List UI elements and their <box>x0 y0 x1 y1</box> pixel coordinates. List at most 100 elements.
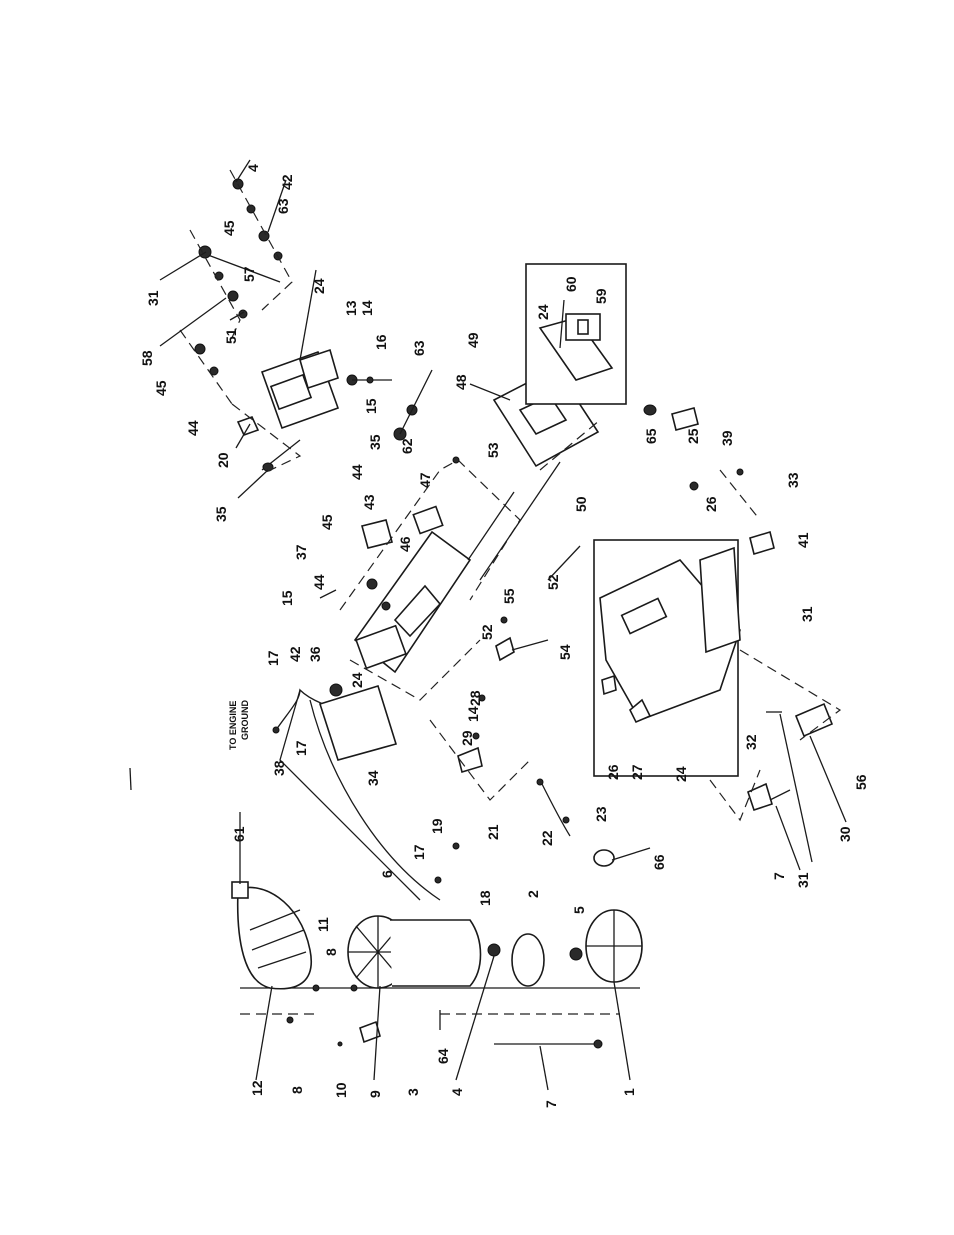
cover-plate-34 <box>320 686 396 760</box>
leader <box>300 270 316 360</box>
wiring <box>273 684 614 900</box>
callout: 42 <box>287 646 303 662</box>
callout: 15 <box>279 590 295 606</box>
rod-52 <box>480 462 560 580</box>
part-65 <box>644 405 656 415</box>
ground-note-line-2: GROUND <box>240 700 250 740</box>
callout: 44 <box>311 574 327 590</box>
part-26b <box>602 676 616 694</box>
callout: 43 <box>361 494 377 510</box>
callout: 7 <box>543 1100 559 1108</box>
plate-59 <box>578 320 588 334</box>
callout: 52 <box>479 624 495 640</box>
bolt-head <box>594 1040 602 1048</box>
grommet-36 <box>330 684 342 696</box>
part-32 <box>748 784 772 810</box>
callout: 31 <box>799 606 815 622</box>
callout: 17 <box>293 740 309 756</box>
callout: 11 <box>315 917 331 932</box>
leader <box>548 546 580 580</box>
callout: 8 <box>323 948 339 956</box>
callout: 60 <box>563 276 579 292</box>
callout: 26 <box>605 764 621 780</box>
ground-note-line-1: TO ENGINE <box>228 701 238 750</box>
rectifier-assembly <box>320 457 560 700</box>
clip-18 <box>435 877 441 883</box>
stud <box>400 370 432 434</box>
callout: 19 <box>429 818 445 834</box>
leader <box>614 982 630 1080</box>
callout: 44 <box>185 420 201 436</box>
callout: 44 <box>349 464 365 480</box>
callout: 35 <box>213 506 229 522</box>
leader <box>540 1046 548 1090</box>
control-panel-assembly <box>180 170 432 474</box>
callout: 27 <box>629 764 645 780</box>
part-25 <box>672 408 698 430</box>
washer-44 <box>382 602 390 610</box>
leader <box>470 384 510 400</box>
callout: 38 <box>271 760 287 776</box>
part-41 <box>750 532 774 554</box>
screw-48 <box>453 457 459 463</box>
nut-55 <box>501 617 507 623</box>
clip-21 <box>537 779 543 785</box>
screw-31b <box>770 790 790 800</box>
callout: 63 <box>411 340 427 356</box>
leader <box>256 986 272 1080</box>
rectifier-47 <box>413 506 442 533</box>
stud-53 <box>468 492 514 560</box>
callout: 29 <box>459 730 475 746</box>
leader <box>780 714 812 862</box>
callout: 33 <box>785 472 801 488</box>
housing-side <box>700 548 740 652</box>
callout: 47 <box>417 472 433 488</box>
callout: 59 <box>593 288 609 304</box>
callout: 1 <box>621 1088 637 1096</box>
callout: 54 <box>557 644 573 660</box>
callout: 26 <box>703 496 719 512</box>
callout: 8 <box>289 1086 305 1094</box>
stator-3 <box>390 920 481 986</box>
part-8 <box>351 985 357 991</box>
callout: 37 <box>293 544 309 560</box>
callout: 45 <box>319 514 335 530</box>
callout: 14 <box>465 706 481 722</box>
callout: 23 <box>593 806 609 822</box>
callout: 31 <box>795 872 811 888</box>
callout: 45 <box>153 380 169 396</box>
callout: 49 <box>465 332 481 348</box>
callout: 55 <box>501 588 517 604</box>
callout: 21 <box>485 824 501 840</box>
callout: 16 <box>373 334 389 350</box>
wire-21 <box>540 780 570 836</box>
terminal-nut <box>367 377 373 383</box>
callout: 20 <box>215 452 231 468</box>
callout: 48 <box>453 374 469 390</box>
callout: 24 <box>535 304 551 320</box>
callout: 28 <box>467 690 483 706</box>
plug-66 <box>594 850 614 866</box>
callout: 14 <box>359 300 375 316</box>
gasket <box>238 417 258 435</box>
blower-housing-12 <box>238 888 312 989</box>
callout: 24 <box>349 672 365 688</box>
callout: 5 <box>571 906 587 914</box>
callout: 50 <box>573 496 589 512</box>
clip-19 <box>453 843 459 849</box>
callout: 52 <box>545 574 561 590</box>
clip-54 <box>496 638 514 660</box>
callout: 65 <box>643 428 659 444</box>
callout: 64 <box>435 1048 451 1064</box>
callout: 42 <box>279 174 295 190</box>
callout: 24 <box>673 766 689 782</box>
callout: 17 <box>265 650 281 666</box>
leader <box>238 470 268 498</box>
callout: 2 <box>525 890 541 898</box>
callout: 17 <box>411 844 427 860</box>
leader <box>612 848 650 860</box>
nut-45 <box>367 579 377 589</box>
callout: 57 <box>241 266 257 282</box>
part-61 <box>232 882 248 898</box>
